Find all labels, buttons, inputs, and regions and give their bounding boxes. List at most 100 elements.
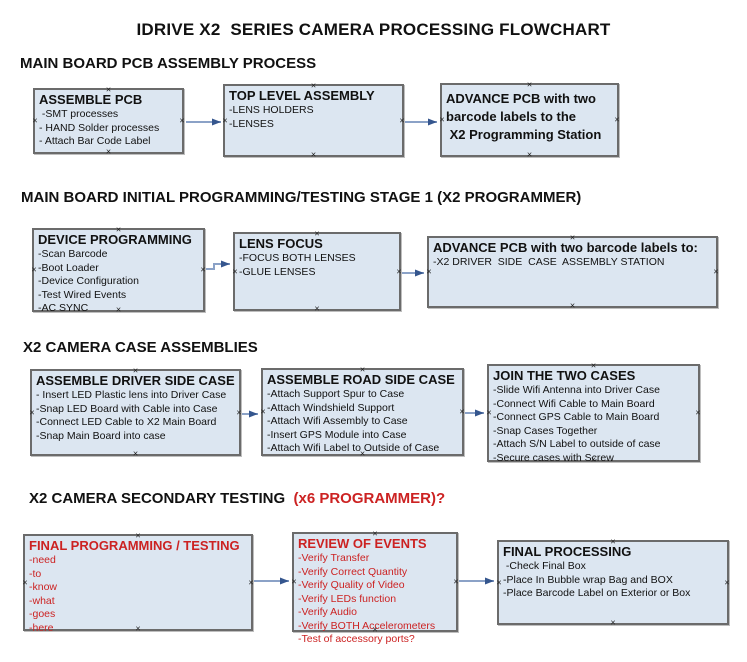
- box-item: -LENSES: [229, 117, 274, 130]
- box-item: -AC SYNC: [38, 302, 89, 314]
- box-title: TOP LEVEL ASSEMBLY: [229, 88, 375, 103]
- process-box-advance-pcb-programming-station: ADVANCE PCB with two barcode labels to t…: [439, 80, 620, 159]
- section-heading-secondary-testing: X2 CAMERA SECONDARY TESTING (x6 PROGRAMM…: [29, 490, 445, 507]
- process-box-join-the-two-cases: JOIN THE TWO CASES -Slide Wifi Antenna i…: [486, 361, 700, 465]
- box-title: ADVANCE PCB with two barcode labels to:: [433, 240, 698, 255]
- box-item-list: -X2 DRIVER SIDE CASE ASSEMBLY STATION: [433, 256, 712, 270]
- box-title: FINAL PROGRAMMING / TESTING: [29, 538, 240, 553]
- box-item: -Attach Windshield Support: [267, 401, 395, 414]
- box-item: -Attach Wifi Assembly to Case: [267, 415, 408, 427]
- anchor-x-icon: ×: [486, 407, 492, 418]
- box-item: -Verify BOTH Accelerometers: [298, 619, 436, 632]
- box-item: -Snap Main Board into case: [36, 429, 166, 442]
- connector-arrow: [206, 260, 230, 270]
- section-heading-black-part: X2 CAMERA SECONDARY TESTING: [29, 490, 290, 507]
- box-title: JOIN THE TWO CASES: [493, 368, 636, 383]
- anchor-x-icon: ×: [459, 406, 465, 417]
- box-item: -here: [29, 621, 54, 634]
- anchor-x-icon: ×: [29, 407, 35, 417]
- section-heading-case-assemblies: X2 CAMERA CASE ASSEMBLIES: [23, 339, 258, 356]
- anchor-x-icon: ×: [248, 577, 254, 587]
- flowchart-title: IDRIVE X2 SERIES CAMERA PROCESSING FLOWC…: [136, 20, 611, 39]
- anchor-x-icon: ×: [236, 407, 242, 417]
- box-item: -Place In Bubble wrap Bag and BOX: [503, 573, 673, 586]
- anchor-x-icon: ×: [260, 406, 266, 417]
- box-item-list: -LENS HOLDERS -LENSES: [229, 104, 398, 131]
- box-item: - Insert LED Plastic lens into Driver Ca…: [36, 389, 227, 401]
- process-box-assemble-road-side-case: ASSEMBLE ROAD SIDE CASE -Attach Support …: [260, 365, 465, 458]
- box-item: -Insert GPS Module into Case: [267, 428, 407, 441]
- box-item: -to: [29, 567, 42, 580]
- process-box-final-processing: FINAL PROCESSING -Check Final Box -Place…: [496, 537, 730, 627]
- process-box-top-level-assembly: TOP LEVEL ASSEMBLY -LENS HOLDERS -LENSES…: [222, 81, 405, 159]
- process-box-assemble-pcb: ASSEMBLE PCB -SMT processes - HAND Solde…: [32, 85, 185, 156]
- anchor-x-icon: ×: [724, 577, 730, 587]
- box-item: -X2 DRIVER SIDE CASE ASSEMBLY STATION: [433, 256, 665, 268]
- box-item: -Attach Support Spur to Case: [267, 388, 405, 400]
- anchor-x-icon: ×: [496, 577, 502, 587]
- box-item: -GLUE LENSES: [239, 265, 316, 278]
- anchor-x-icon: ×: [614, 114, 620, 125]
- box-item: -goes: [29, 608, 56, 620]
- box-item: -know: [29, 581, 58, 593]
- process-box-device-programming: DEVICE PROGRAMMING -Scan Barcode -Boot L…: [31, 225, 206, 314]
- box-item: -Connect LED Cable to X2 Main Board: [36, 416, 217, 428]
- box-item: -Test of accessory ports?: [298, 633, 415, 645]
- section-heading-pcb-assembly: MAIN BOARD PCB ASSEMBLY PROCESS: [20, 55, 317, 72]
- anchor-x-icon: ×: [179, 115, 185, 126]
- process-box-final-programming-testing: FINAL PROGRAMMING / TESTING -need -to -k…: [22, 531, 254, 634]
- box-item-list: - Insert LED Plastic lens into Driver Ca…: [36, 389, 235, 443]
- box-item-list: -Slide Wifi Antenna into Driver Case -Co…: [493, 384, 694, 465]
- process-box-advance-pcb-driver-side: ADVANCE PCB with two barcode labels to: …: [426, 233, 719, 310]
- anchor-x-icon: ×: [426, 266, 432, 277]
- box-item: -Verify Audio: [298, 606, 357, 618]
- box-title: ASSEMBLE ROAD SIDE CASE: [267, 372, 455, 387]
- box-item: -Device Configuration: [38, 275, 139, 287]
- section-heading-initial-programming: MAIN BOARD INITIAL PROGRAMMING/TESTING S…: [21, 189, 582, 206]
- box-item: - Attach Bar Code Label: [39, 135, 151, 147]
- box-item: -Place Barcode Label on Exterior or Box: [503, 587, 691, 599]
- box-item: -Scan Barcode: [38, 248, 108, 260]
- anchor-x-icon: ×: [32, 115, 38, 126]
- box-item: -Slide Wifi Antenna into Driver Case: [493, 384, 660, 396]
- anchor-x-icon: ×: [200, 264, 206, 275]
- process-box-review-of-events: REVIEW OF EVENTS -Verify Transfer -Verif…: [291, 529, 459, 645]
- box-item: -Snap LED Board with Cable into Case: [36, 402, 218, 415]
- anchor-x-icon: ×: [396, 266, 402, 276]
- box-item: -Connect Wifi Cable to Main Board: [493, 397, 655, 410]
- box-title: FINAL PROCESSING: [503, 544, 632, 559]
- section-heading-red-part: (x6 PROGRAMMER)?: [289, 490, 446, 507]
- anchor-x-icon: ×: [22, 577, 28, 587]
- anchor-x-icon: ×: [453, 576, 459, 587]
- anchor-x-icon: ×: [222, 115, 228, 125]
- box-item: -LENS HOLDERS: [229, 104, 314, 116]
- box-item-list: -need -to -know -what -goes -here: [29, 554, 247, 635]
- box-title-line: barcode labels to the: [446, 109, 577, 124]
- box-item: -Boot Loader: [38, 261, 99, 274]
- box-item: -Snap Cases Together: [493, 424, 598, 437]
- box-title: DEVICE PROGRAMMING: [38, 232, 192, 247]
- box-item: -Verify Transfer: [298, 552, 370, 564]
- box-item: -Verify Correct Quantity: [298, 565, 408, 578]
- box-item: -Verify LEDs function: [298, 592, 397, 605]
- process-box-lens-focus: LENS FOCUS -FOCUS BOTH LENSES -GLUE LENS…: [232, 229, 402, 313]
- box-item: -Attach S/N Label to outside of case: [493, 438, 661, 450]
- box-item: -SMT processes: [39, 108, 119, 120]
- box-item: -Check Final Box: [503, 560, 586, 572]
- box-item: -Verify Quality of Video: [298, 579, 405, 591]
- anchor-x-icon: ×: [232, 266, 238, 276]
- box-item: -Secure cases with Screw: [493, 451, 614, 464]
- box-item-list: -FOCUS BOTH LENSES -GLUE LENSES: [239, 252, 395, 279]
- box-item: -need: [29, 554, 56, 566]
- box-title: LENS FOCUS: [239, 236, 323, 251]
- anchor-x-icon: ×: [399, 115, 405, 125]
- box-title: REVIEW OF EVENTS: [298, 536, 427, 551]
- box-item: - HAND Solder processes: [39, 121, 160, 134]
- box-item-list: -SMT processes - HAND Solder processes -…: [39, 108, 178, 149]
- anchor-x-icon: ×: [713, 266, 719, 277]
- box-item-list: -Check Final Box -Place In Bubble wrap B…: [503, 560, 723, 601]
- box-item: -what: [29, 594, 55, 607]
- box-title-line: X2 Programming Station: [446, 127, 602, 142]
